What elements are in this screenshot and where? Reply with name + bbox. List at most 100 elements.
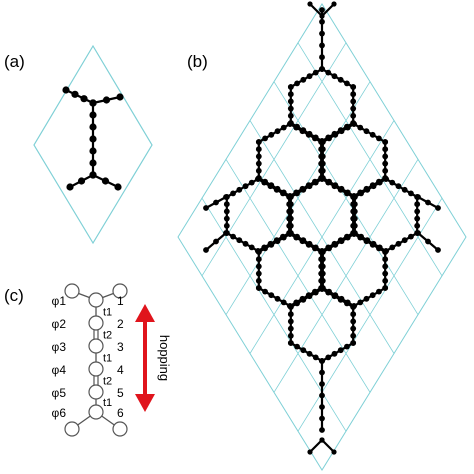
b-hex-edge-atom (255, 160, 262, 167)
c-phi-label: φ2 (52, 317, 67, 331)
b-hex-edge-atom (332, 131, 339, 138)
unit-cell-a (33, 44, 153, 245)
b-hex-edge-atom (268, 131, 275, 138)
b-right-stub-lower-atom (425, 238, 431, 245)
b-hex-edge-atom (287, 208, 294, 215)
b-hex-edge-atom (350, 304, 357, 310)
b-hex-edge-atom (248, 244, 255, 251)
b-hex-edge-atom (287, 201, 294, 208)
b-top-fork-right-atom (319, 13, 325, 19)
b-hex-edge-atom (363, 295, 370, 302)
b-left-stub-upper-atom (213, 199, 219, 206)
b-hex-edge-atom (294, 300, 300, 307)
b-right-stub-upper-atom (435, 205, 441, 211)
b-left-stub-lower-atom (223, 230, 229, 236)
b-hex-edge-atom (300, 76, 307, 83)
b-hex-edge-atom (382, 160, 389, 167)
b-hex-edge-atom (319, 270, 326, 277)
b-right-stub-lower-atom (435, 247, 441, 253)
c-site-number: 3 (117, 340, 124, 354)
b-hex-edge-atom (319, 263, 326, 270)
b-hex-edge-atom (383, 176, 389, 182)
b-top-stub-atom (319, 54, 325, 61)
b-hex-edge-atom (287, 318, 294, 325)
c-end-site (112, 421, 128, 437)
b-hex-edge-atom (382, 256, 389, 263)
b-hex-edge-atom (300, 347, 307, 354)
b-bottom-fork-right-atom (319, 437, 325, 443)
b-hex-edge-atom (376, 179, 383, 186)
a-stem-atom (89, 111, 97, 119)
b-hex-edge-atom (382, 263, 389, 270)
b-right-stub-upper-atom (425, 199, 431, 206)
b-hex-edge-atom (369, 292, 376, 299)
b-hex-edge-atom (287, 98, 294, 105)
c-site-number: 1 (117, 294, 124, 308)
b-hex-edge-atom (294, 80, 300, 87)
b-hex-edge-atom (287, 91, 294, 98)
b-hex-edge-atom (350, 318, 357, 325)
b-hex-edge-atom (363, 128, 370, 135)
b-hex-edge-atom (255, 263, 262, 270)
b-hex-edge-atom (382, 146, 389, 153)
b-hex-edge-atom (351, 222, 358, 229)
b-hex-edge-atom (255, 139, 262, 145)
a-bottom-left-arm-atom (66, 183, 74, 191)
c-site-number: 4 (117, 363, 124, 377)
b-hex-edge-atom (344, 124, 351, 131)
b-hex-edge-atom (230, 190, 236, 197)
b-bottom-stub-atom (319, 358, 325, 364)
b-hex-edge-atom (273, 186, 280, 193)
b-hex-edge-atom (312, 179, 319, 186)
c-site-number: 6 (117, 406, 124, 420)
b-hex-edge-atom (236, 186, 243, 193)
b-hex-edge-atom (401, 186, 408, 193)
c-bond-label: t2 (103, 330, 112, 342)
b-hex-edge-atom (351, 231, 357, 237)
b-hex-edge-atom (319, 176, 325, 182)
b-hex-edge-atom (319, 153, 326, 160)
b-hex-edge-atom (325, 179, 332, 186)
b-hex-edge-atom (369, 241, 376, 248)
a-bottom-right-arm-atom (101, 177, 110, 185)
b-hex-edge-atom (305, 241, 312, 248)
a-top-left-arm-bond (64, 88, 95, 105)
b-hex-edge-atom (280, 234, 287, 241)
b-top-stub-atom (319, 66, 325, 72)
c-end-site (64, 421, 80, 437)
c-chain-site (88, 315, 104, 331)
b-bottom-fork-left-atom (307, 449, 313, 455)
b-hex-edge-atom (268, 241, 275, 248)
b-bottom-stub-atom (319, 427, 325, 433)
b-hex-edge-atom (408, 190, 414, 197)
b-hex-edge-atom (389, 179, 396, 186)
b-hex-edge-atom (337, 347, 344, 354)
a-bottom-right-arm-atom (89, 171, 97, 179)
a-top-right-arm-atom (102, 96, 111, 104)
b-hex-edge-atom (306, 350, 313, 357)
b-hex-edge-atom (255, 277, 262, 284)
b-hex-edge-atom (255, 285, 262, 291)
b-hex-edge-atom (401, 237, 408, 244)
b-hex-edge-atom (274, 238, 281, 245)
b-hex-edge-atom (268, 292, 275, 299)
hopping-label: hopping (157, 335, 172, 381)
b-hex-edge-atom (255, 146, 262, 153)
b-hex-edge-atom (408, 233, 414, 240)
b-hex-edge-atom (242, 183, 249, 190)
a-top-left-arm-atom (62, 86, 70, 94)
b-hex-edge-atom (344, 190, 350, 197)
b-hex-edge-atom (236, 237, 243, 244)
b-hex-edge-atom (395, 183, 402, 190)
c-chain-site (88, 404, 104, 420)
b-top-stub-atom (319, 30, 325, 37)
b-hex-edge-atom (262, 245, 268, 252)
b-hex-edge-atom (255, 256, 262, 263)
b-hex-edge-atom (382, 249, 389, 255)
b-bottom-stub-atom (319, 404, 325, 410)
panel-a-label: (a) (4, 52, 25, 71)
b-hex-edge-atom (242, 240, 249, 247)
b-hex-edge-atom (389, 244, 396, 251)
b-hex-edge-atom (223, 208, 230, 215)
